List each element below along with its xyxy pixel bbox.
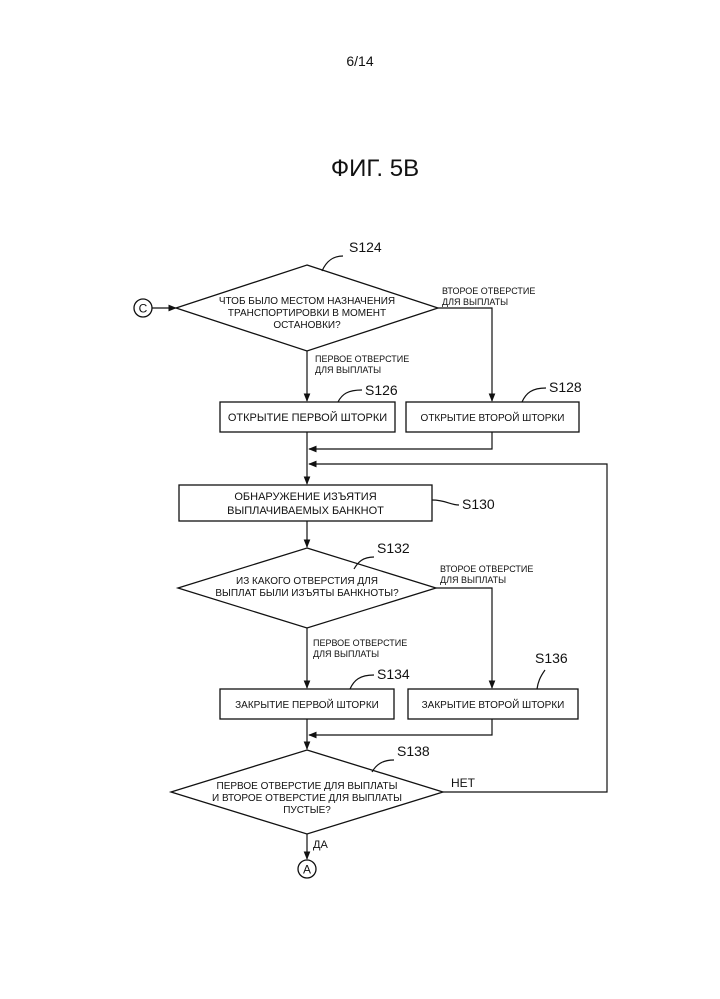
s134-text: ЗАКРЫТИЕ ПЕРВОЙ ШТОРКИ <box>235 698 379 711</box>
leader-s128 <box>522 388 546 402</box>
step-label-s138: S138 <box>397 743 430 759</box>
s138-line-3: ПУСТЫЕ? <box>283 805 331 816</box>
step-label-s136: S136 <box>535 650 568 666</box>
connector-c-label: C <box>139 302 148 316</box>
s138-line-1: ПЕРВОЕ ОТВЕРСТИЕ ДЛЯ ВЫПЛАТЫ <box>217 781 398 792</box>
s132-line-1: ИЗ КАКОГО ОТВЕРСТИЯ ДЛЯ <box>236 576 378 587</box>
figure-title: ФИГ. 5В <box>331 155 419 182</box>
connector-a-label: A <box>303 863 311 877</box>
edge-label-s132-second-2: ДЛЯ ВЫПЛАТЫ <box>440 575 506 585</box>
step-label-s128: S128 <box>549 379 582 395</box>
s124-line-1: ЧТОБ БЫЛО МЕСТОМ НАЗНАЧЕНИЯ <box>219 296 395 307</box>
edge-label-s132-first-1: ПЕРВОЕ ОТВЕРСТИЕ <box>313 638 407 648</box>
leader-s136 <box>537 670 545 689</box>
edge-label-s132-first-2: ДЛЯ ВЫПЛАТЫ <box>313 649 379 659</box>
step-label-s126: S126 <box>365 382 398 398</box>
leader-s134 <box>350 675 374 689</box>
step-label-s124: S124 <box>349 239 382 255</box>
leader-s138 <box>372 760 394 772</box>
edge-s124-to-s128 <box>438 308 492 401</box>
s132-line-2: ВЫПЛАТ БЫЛИ ИЗЪЯТЫ БАНКНОТЫ? <box>215 588 399 599</box>
leader-s126 <box>338 390 362 402</box>
step-label-s130: S130 <box>462 496 495 512</box>
connector-c: C <box>134 299 152 317</box>
s138-line-2: И ВТОРОЕ ОТВЕРСТИЕ ДЛЯ ВЫПЛАТЫ <box>212 793 402 804</box>
edge-s132-to-s136 <box>436 588 492 688</box>
s136-text: ЗАКРЫТИЕ ВТОРОЙ ШТОРКИ <box>422 698 565 711</box>
s124-line-2: ТРАНСПОРТИРОВКИ В МОМЕНТ <box>228 308 386 319</box>
edge-label-s132-second-1: ВТОРОЕ ОТВЕРСТИЕ <box>440 564 533 574</box>
page-number: 6/14 <box>346 53 373 69</box>
s126-text: ОТКРЫТИЕ ПЕРВОЙ ШТОРКИ <box>228 411 387 424</box>
decision-s132-text: ИЗ КАКОГО ОТВЕРСТИЯ ДЛЯ ВЫПЛАТ БЫЛИ ИЗЪЯ… <box>215 576 399 599</box>
edge-s128-merge <box>309 432 492 449</box>
edge-label-s124-first-2: ДЛЯ ВЫПЛАТЫ <box>315 365 381 375</box>
connector-a: A <box>298 860 316 878</box>
decision-s138 <box>171 750 443 834</box>
s130-line-1: ОБНАРУЖЕНИЕ ИЗЪЯТИЯ <box>234 491 376 503</box>
edge-label-s138-yes: ДА <box>313 839 328 851</box>
edge-label-s138-no: НЕТ <box>451 776 476 790</box>
step-label-s134: S134 <box>377 666 410 682</box>
s124-line-3: ОСТАНОВКИ? <box>273 320 341 331</box>
leader-s130 <box>432 500 459 505</box>
edge-label-s124-first-1: ПЕРВОЕ ОТВЕРСТИЕ <box>315 354 409 364</box>
edge-label-s124-second-2: ДЛЯ ВЫПЛАТЫ <box>442 297 508 307</box>
step-label-s132: S132 <box>377 540 410 556</box>
edge-label-s124-second-1: ВТОРОЕ ОТВЕРСТИЕ <box>442 286 535 296</box>
s128-text: ОТКРЫТИЕ ВТОРОЙ ШТОРКИ <box>421 411 565 424</box>
leader-s124 <box>322 256 343 271</box>
edge-s136-merge <box>309 719 492 735</box>
s130-line-2: ВЫПЛАЧИВАЕМЫХ БАНКНОТ <box>227 505 384 517</box>
